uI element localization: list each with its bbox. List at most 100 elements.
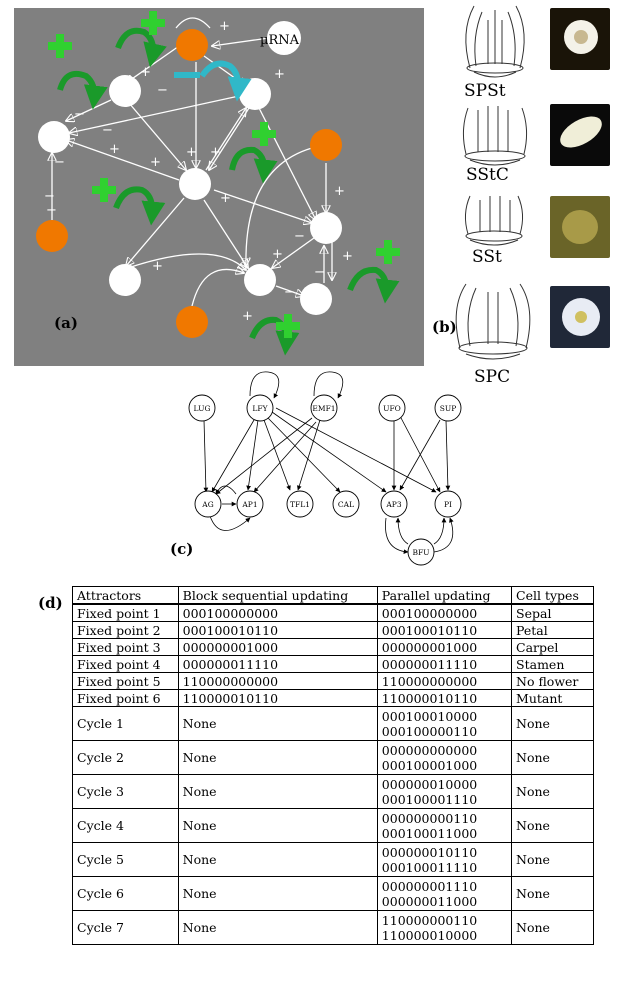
cell-type: None	[511, 808, 594, 843]
panel-c-label: (c)	[170, 540, 193, 558]
edge-sign: +	[109, 142, 120, 157]
node-label: PI	[444, 500, 452, 509]
panel-a-network: + + + + − − − − + + + + − − + + + − + − …	[14, 8, 424, 366]
edge-sign: −	[46, 203, 57, 218]
header-attractors: Attractors	[72, 586, 179, 605]
cell-type: Carpel	[511, 638, 594, 656]
attractor-name: Cycle 6	[72, 876, 179, 911]
block-state: None	[177, 740, 378, 775]
flower-drawing	[462, 106, 528, 166]
header-block-sequential: Block sequential updating	[177, 586, 378, 605]
cell-type: Sepal	[511, 603, 594, 622]
node-label: UFO	[383, 404, 401, 413]
edge-sign: −	[157, 83, 168, 98]
panel-d-label: (d)	[38, 594, 63, 612]
table-row: Fixed point 2 000100010110 000100010110 …	[72, 621, 594, 639]
attractor-name: Cycle 3	[72, 774, 179, 809]
cell-type: None	[511, 876, 594, 911]
edge-sign: +	[140, 65, 151, 80]
panel-a-active-nodes	[36, 29, 342, 338]
attractor-name: Cycle 1	[72, 706, 179, 741]
edge-sign: −	[314, 265, 325, 280]
parallel-state: 110000000000	[376, 672, 513, 690]
panel-b-flower-drawings: SPSt SStC SSt SPC (b)	[432, 5, 531, 385]
flower-photo	[550, 196, 610, 258]
cell-type: None	[511, 740, 594, 775]
block-state: None	[177, 876, 378, 911]
node-label: EMF1	[312, 404, 335, 413]
node-label: TFL1	[290, 500, 310, 509]
attractor-name: Fixed point 2	[72, 621, 179, 639]
attractor-name: Cycle 5	[72, 842, 179, 877]
edge-sign: −	[102, 123, 113, 138]
flower-photo	[550, 286, 610, 348]
block-state: None	[177, 808, 378, 843]
attractor-name: Fixed point 3	[72, 638, 179, 656]
table-row: Fixed point 5 110000000000 110000000000 …	[72, 672, 594, 690]
cell-type: None	[511, 842, 594, 877]
parallel-state: 110000010110	[376, 689, 513, 707]
table-row: Fixed point 3 000000001000 000000001000 …	[72, 638, 594, 656]
flower-label: SStC	[466, 165, 509, 185]
panel-b-label: (b)	[432, 318, 457, 336]
edge-sign: −	[54, 155, 65, 170]
panel-a-plus-badges	[48, 11, 400, 338]
panel-a-positive-feedback-arrows	[57, 27, 400, 356]
node-label: CAL	[338, 500, 354, 509]
block-state: 000000001000	[177, 638, 378, 656]
flower-drawing	[455, 283, 531, 360]
cell-type: Stamen	[511, 655, 594, 673]
attractor-name: Fixed point 4	[72, 655, 179, 673]
flower-drawing	[464, 195, 524, 246]
cell-type: None	[511, 910, 594, 945]
panel-a-negative-arrow	[174, 60, 252, 102]
cell-type: Petal	[511, 621, 594, 639]
cell-type: No flower	[511, 672, 594, 690]
panel-b-flowers: SPSt SStC SSt SPC (b)	[430, 0, 625, 385]
attractor-name: Cycle 4	[72, 808, 179, 843]
micro-rna-label: µRNA	[260, 33, 300, 48]
edge-sign: +	[342, 249, 353, 264]
panel-a-edge-signs: + + + + − − − − + + + + − − + + + − + − …	[44, 19, 353, 324]
panel-c-diagram: LUG LFY EMF1 UFO SUP AG AP1 TFL1 CAL AP3…	[170, 371, 462, 566]
attractor-name: Fixed point 1	[72, 603, 179, 622]
cell-type: None	[511, 706, 594, 741]
node-label: AP1	[241, 500, 257, 509]
edge-sign: −	[74, 107, 85, 122]
block-state: 000000011110	[177, 655, 378, 673]
panel-c-network: LUG LFY EMF1 UFO SUP AG AP1 TFL1 CAL AP3…	[150, 368, 480, 573]
cell-type: None	[511, 774, 594, 809]
edge-sign: +	[220, 191, 231, 206]
header-cell-types: Cell types	[511, 586, 594, 605]
header-parallel: Parallel updating	[376, 586, 513, 605]
edge-sign: +	[248, 97, 259, 112]
edge-sign: +	[274, 67, 285, 82]
panel-c-node-circles	[188, 394, 462, 566]
flower-label: SPSt	[464, 81, 506, 101]
attractor-name: Cycle 2	[72, 740, 179, 775]
parallel-state: 000100010110	[376, 621, 513, 639]
block-state: None	[177, 910, 378, 945]
node-label: AG	[201, 500, 213, 509]
flower-label: SPC	[474, 367, 510, 385]
panel-c-node-labels: LUG LFY EMF1 UFO SUP AG AP1 TFL1 CAL AP3…	[194, 404, 457, 557]
node-label: BFU	[412, 548, 429, 557]
flower-label: SSt	[472, 247, 502, 267]
parallel-state: 000100000000	[376, 603, 513, 622]
panel-a-inactive-nodes	[38, 21, 342, 315]
edge-sign: +	[152, 259, 163, 274]
flower-drawing	[465, 5, 525, 78]
parallel-state: 000000011110	[376, 655, 513, 673]
attractor-name: Fixed point 5	[72, 672, 179, 690]
edge-sign: +	[334, 184, 345, 199]
edge-sign: −	[44, 189, 55, 204]
